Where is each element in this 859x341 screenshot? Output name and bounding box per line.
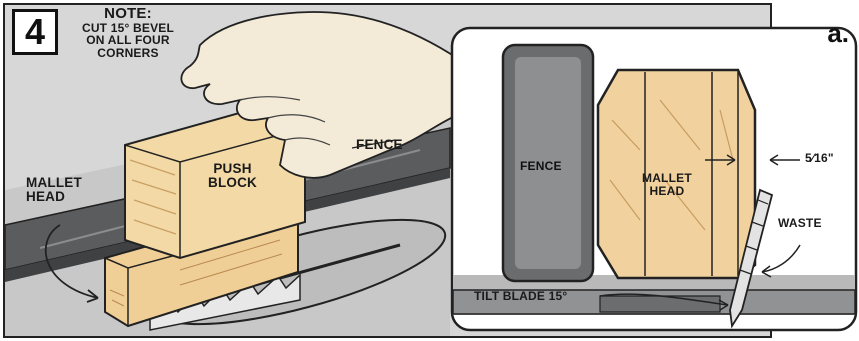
- push-block-label: PUSH BLOCK: [208, 162, 257, 190]
- mallet-head-label: MALLET HEAD: [26, 176, 82, 204]
- detail-letter: a.: [827, 18, 849, 49]
- fence-label: FENCE: [356, 138, 403, 152]
- tilt-blade-label: TILT BLADE 15°: [474, 290, 567, 303]
- detail-mallet-head-label: MALLET HEAD: [642, 172, 692, 197]
- dimension-label: 5⁄16": [805, 152, 834, 165]
- note-heading: NOTE:: [68, 6, 188, 22]
- waste-label: WASTE: [778, 217, 822, 230]
- step-number: 4: [12, 9, 58, 55]
- detail-fence-label: FENCE: [520, 160, 562, 173]
- note-text: NOTE: CUT 15° BEVEL ON ALL FOUR CORNERS: [68, 6, 188, 60]
- note-line-3: CORNERS: [68, 47, 188, 60]
